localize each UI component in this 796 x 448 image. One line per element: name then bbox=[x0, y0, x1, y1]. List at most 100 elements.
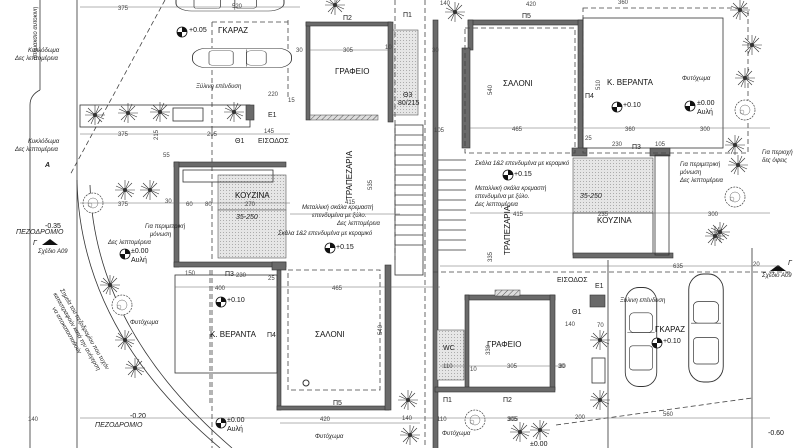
dimension-labels: 375 520 305 10 30 220 15 375 295 145 215… bbox=[28, 0, 760, 423]
car-top-garage bbox=[192, 47, 292, 69]
label-sidewalk-top: ΠΕΖΟΔΡΟΜΙΟ bbox=[16, 229, 64, 236]
section-marker-g-left: Γ bbox=[33, 240, 38, 247]
note-metal-stair-right-2: επενδυμένα με ξύλο. bbox=[475, 193, 529, 200]
dimension-text: 200 bbox=[575, 415, 586, 421]
room-office-top: ΓΡΑΦΕΙΟ bbox=[335, 67, 369, 76]
note-boundary: απημακσιο αυτοκινη bbox=[33, 6, 39, 60]
note-stair-tile-right: Σκάλα 1&2 επενδυμένα με κεραμικό bbox=[474, 160, 570, 167]
dimension-text: 25 bbox=[268, 276, 275, 282]
section-marker-a: A bbox=[44, 162, 50, 169]
level-stair-left: +0.15 bbox=[336, 244, 354, 251]
label-yard-bottom: Αυλή bbox=[227, 426, 243, 433]
note-wood-cladding-bottom: Ξύλινη επένδυση bbox=[619, 297, 666, 304]
note-metal-stair-left-3: Δες λεπτομέρεια bbox=[336, 220, 381, 227]
level-veranda-bottom: +0.10 bbox=[227, 297, 245, 304]
dimension-text: 10 bbox=[470, 367, 477, 373]
dimension-text: 510 bbox=[596, 79, 602, 90]
room-garage-bottom: ΓΚΑΡΑΖ bbox=[655, 325, 685, 334]
dimension-text: 150 bbox=[185, 271, 196, 277]
opening-p3-top: Π3 bbox=[632, 144, 641, 151]
section-ref-g-left: Σχέδιο Α09 bbox=[37, 248, 68, 255]
dimension-text: 635 bbox=[673, 264, 684, 270]
dimension-text: 30 bbox=[432, 48, 439, 54]
dimension-text: 420 bbox=[526, 2, 537, 8]
dimension-text: 215 bbox=[154, 129, 160, 140]
dimension-text: 560 bbox=[663, 412, 674, 418]
note-insulation-left-2: μόνωση bbox=[149, 231, 172, 238]
label-hob-right: 35-250 bbox=[580, 193, 602, 200]
level-sidewalk-bottom: -0.20 bbox=[130, 413, 146, 420]
dimension-text: 415 bbox=[345, 200, 356, 206]
note-stair-tile-left: Σκάλα 1&2 επενδυμένα με κεραμικό bbox=[277, 230, 373, 237]
level-yard-bottom: ±0.00 bbox=[227, 417, 245, 424]
opening-th1-bottom: Θ1 bbox=[572, 309, 581, 316]
dimension-text: 535 bbox=[368, 179, 374, 190]
opening-p1-bottom: Π1 bbox=[443, 397, 452, 404]
note-planting-top: Φυτόχωμα bbox=[682, 75, 711, 82]
room-kitchen-right: ΚΟΥΖΙΝΑ bbox=[597, 216, 632, 225]
dimension-text: 520 bbox=[232, 4, 243, 10]
dimension-text: 105 bbox=[434, 128, 445, 134]
opening-p3-bottom: Π3 bbox=[225, 271, 234, 278]
note-planting-left: Φυτόχωμα bbox=[130, 319, 159, 326]
dimension-text: 300 bbox=[708, 212, 719, 218]
dimension-text: 220 bbox=[268, 92, 279, 98]
opening-th3-size: 80/215 bbox=[398, 100, 420, 107]
level-corner: -0.60 bbox=[768, 430, 784, 437]
note-metal-stair-left-1: Μεταλλική σκάλα κρεμαστή bbox=[302, 204, 374, 211]
dimension-text: 145 bbox=[264, 129, 275, 135]
note-vault-1b: Δες λεπτομέρεια bbox=[14, 55, 59, 62]
dimension-text: 30 bbox=[296, 48, 303, 54]
dimension-text: 300 bbox=[700, 127, 711, 133]
walls-left-unit bbox=[173, 0, 426, 448]
dimension-text: 400 bbox=[215, 286, 226, 292]
dimension-text: 235 bbox=[598, 212, 609, 218]
entrance-left: ΕΙΣΟΔΟΣ bbox=[258, 138, 289, 145]
level-yard-bottom-right: ±0.00 bbox=[530, 441, 548, 448]
room-dining-right: ΤΡΑΠΕΖΑΡΙΑ bbox=[503, 205, 512, 255]
note-insulation-left-1: Για περιμετρική bbox=[145, 223, 186, 230]
note-facade-1: Για περιοχή bbox=[762, 149, 793, 156]
dimension-text: 80 bbox=[205, 202, 212, 208]
room-veranda-bottom: Κ. ΒΕΡΑΝΤΑ bbox=[210, 330, 257, 339]
opening-e1-top: Ε1 bbox=[268, 112, 277, 119]
note-facade-2: δες όψεις bbox=[762, 157, 787, 164]
note-metal-stair-right-3: Δες λεπτομέρεια bbox=[474, 201, 519, 208]
dimension-text: 415 bbox=[513, 212, 524, 218]
note-metal-stair-left-2: επενδυμένα με ξύλο. bbox=[312, 212, 366, 219]
dimension-text: 375 bbox=[118, 202, 129, 208]
opening-labels: Π1 Π2 Π5 Π4 Π3 Ε1 Θ1 Θ3 80/215 Π3 Π4 Π5 … bbox=[225, 12, 641, 407]
dimension-text: 360 bbox=[625, 127, 636, 133]
label-hob-left: 35-250 bbox=[236, 214, 258, 221]
room-living-bottom: ΣΑΛΟΝΙ bbox=[315, 330, 345, 339]
dimension-text: 10 bbox=[385, 45, 392, 51]
note-insulation-right-2: μόνωση bbox=[679, 169, 702, 176]
section-ref-g-right: Σχέδιο Α09 bbox=[761, 272, 792, 279]
level-garage-bottom: +0.10 bbox=[663, 338, 681, 345]
opening-p2-top: Π2 bbox=[343, 15, 352, 22]
bench bbox=[172, 107, 204, 122]
car-top-partial bbox=[175, 0, 285, 12]
room-living-top: ΣΑΛΟΝΙ bbox=[503, 79, 533, 88]
opening-p2-bottom: Π2 bbox=[503, 397, 512, 404]
dimension-text: 465 bbox=[332, 286, 343, 292]
opening-p5-bottom: Π5 bbox=[333, 400, 342, 407]
note-vault-1a: Κυκλόδωμα bbox=[28, 47, 60, 54]
dimension-text: 375 bbox=[118, 6, 129, 12]
opening-p4-bottom: Π4 bbox=[267, 332, 276, 339]
room-kitchen-left: ΚΟΥΖΙΝΑ bbox=[235, 191, 270, 200]
note-vault-2a: Κυκλόδωμα bbox=[28, 138, 60, 145]
level-yard-left: ±0.00 bbox=[131, 248, 149, 255]
entrance-right: ΕΙΣΟΔΟΣ bbox=[557, 277, 588, 284]
dimension-text: 360 bbox=[618, 0, 629, 6]
dimension-text: 105 bbox=[655, 142, 666, 148]
note-vault-2b: Δες λεπτομέρεια bbox=[14, 146, 59, 153]
dimension-text: 25 bbox=[585, 136, 592, 142]
dimension-text: 335 bbox=[488, 251, 494, 262]
label-yard-top: Αυλή bbox=[697, 109, 713, 116]
dimension-text: 30 bbox=[558, 364, 565, 370]
dimension-text: 375 bbox=[118, 132, 129, 138]
dimension-text: 465 bbox=[512, 127, 523, 133]
dimension-text: 540 bbox=[378, 324, 384, 335]
level-stair-right: +0.15 bbox=[514, 171, 532, 178]
